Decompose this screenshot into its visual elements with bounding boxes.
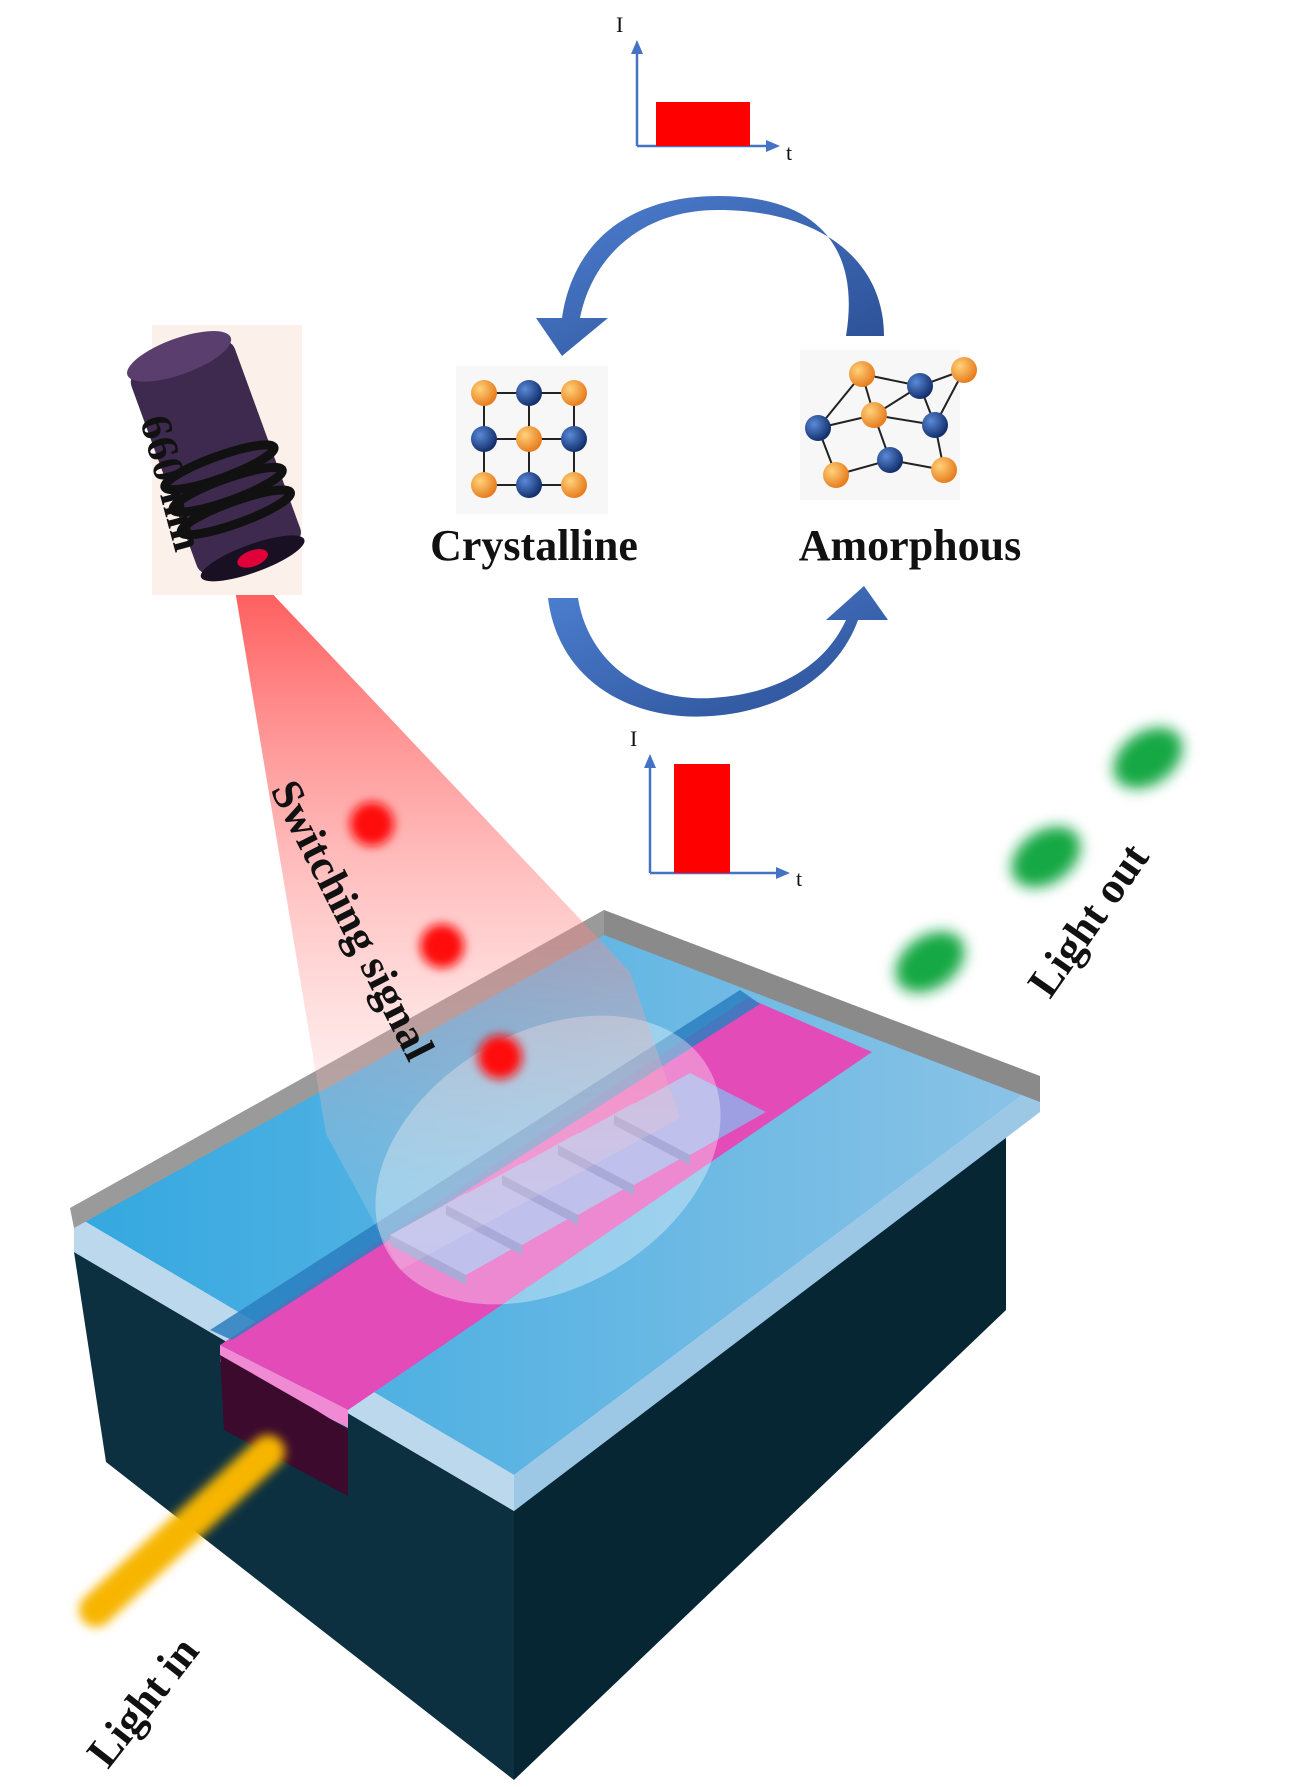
pulse-bottom-rect [674,764,730,873]
pulse-top-y-arrowhead [631,40,643,54]
phase-cycle [536,196,888,717]
pulse-bottom-x-arrowhead [776,867,790,879]
light-in-beam [79,1435,285,1627]
pulse-bottom-t-label: t [796,866,802,891]
pulse-top-t-label: t [786,140,792,165]
pulse-bottom-y-arrowhead [644,754,656,768]
light-out-pulses [895,727,1183,993]
laser-beam [232,568,680,1270]
amorphous-label: Amorphous [799,521,1022,570]
substrate-front [74,1252,514,1780]
pulse-bottom-i-label: I [630,726,637,751]
pulse-plot-top: I t [616,12,792,165]
cladding-right-edge [514,1082,1040,1511]
pulse-plot-bottom: I t [630,726,802,891]
switching-signal-pulses [350,802,522,1079]
waveguide-facet [220,1355,348,1496]
light-in-label: Light in [77,1627,208,1776]
pulse-top-x-arrowhead [766,140,780,152]
substrate-right [514,1130,1006,1780]
pulse-top-i-label: I [616,12,623,37]
top-rim-right [604,910,1040,1102]
crystal-lattice-icon [456,366,608,514]
crystalline-label: Crystalline [430,521,638,570]
laser-icon [127,325,305,595]
pulse-top-rect [656,102,750,146]
cycle-arrow-lower [548,586,888,717]
waveguide-side [220,1345,348,1428]
cycle-arrow-upper [536,196,884,356]
amorphous-lattice-icon [800,350,977,500]
